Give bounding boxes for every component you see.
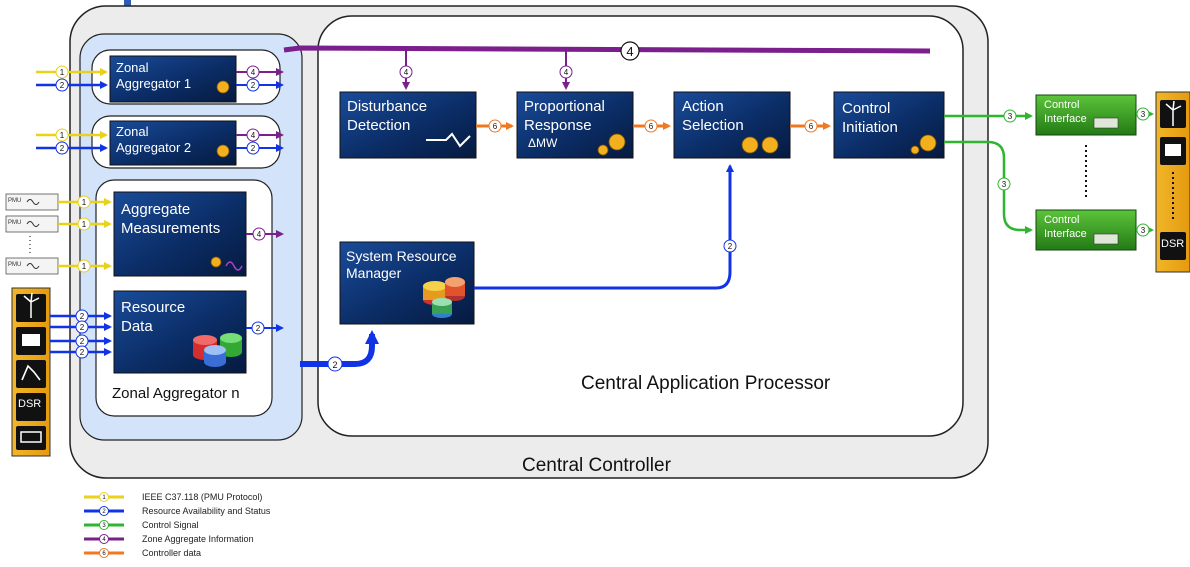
badge-two-z2-in: 2 (60, 144, 65, 153)
legend-num-4: 4 (102, 537, 106, 543)
solar-panel-icon (22, 144, 1181, 346)
badge-one-z1: 1 (60, 68, 65, 77)
legend-num-1: 1 (102, 495, 106, 501)
pmu-label-1: PMU (8, 198, 22, 204)
badge-two-r1: 2 (80, 312, 85, 321)
dsr-label-right: DSR (1161, 238, 1185, 250)
badge-four-a: 4 (404, 68, 409, 77)
badge-three-1: 3 (1008, 112, 1013, 121)
badge-three-3: 3 (1141, 110, 1146, 119)
badge-two-z1: 2 (251, 81, 256, 90)
legend-label-2: Resource Availability and Status (142, 506, 271, 516)
legend-label-5: Controller data (142, 548, 202, 558)
pmu-label-2: PMU (8, 220, 22, 226)
dsr-label-left: DSR (18, 398, 42, 410)
badge-four-agg: 4 (257, 230, 262, 239)
badge-three-4: 3 (1141, 226, 1146, 235)
legend-num-3: 3 (102, 523, 106, 529)
waveform-icon (225, 261, 243, 271)
ev-icon (21, 364, 41, 381)
badge-group: 4 4 4 4 2 4 2 1 2 1 2 1 1 1 4 2 2 2 (55, 41, 1150, 372)
pmu-icon (26, 199, 40, 269)
badge-six-1: 6 (493, 122, 498, 131)
badge-two-srm-in: 2 (332, 360, 337, 370)
zonal-aggregator-1-block (109, 55, 237, 103)
badge-one-pmu2: 1 (82, 220, 87, 229)
disturbance-detection-block (339, 91, 477, 159)
badge-one-z2: 1 (60, 131, 65, 140)
badge-four-z1: 4 (251, 68, 256, 77)
central-processor-title: Central Application Processor (581, 373, 831, 394)
badge-two-r3: 2 (80, 337, 85, 346)
legend-label-4: Zone Aggregate Information (142, 534, 254, 544)
battery-icon (20, 431, 42, 443)
zonal-aggregator-n-label: Zonal Aggregator n (112, 385, 240, 402)
badge-two-z2: 2 (251, 144, 256, 153)
gear-icon (210, 80, 937, 268)
badge-three-2: 3 (1002, 180, 1007, 189)
badge-four-z2: 4 (251, 131, 256, 140)
control-interface-1-block (1035, 94, 1137, 136)
delta-mw-label: ΔMW (528, 136, 558, 150)
badge-four-b: 4 (564, 68, 569, 77)
badge-one-pmu1: 1 (82, 198, 87, 207)
badge-two-rd-out: 2 (256, 324, 261, 333)
central-controller-title: Central Controller (522, 455, 671, 476)
control-interface-2-block (1035, 209, 1137, 251)
legend-num-6: 6 (102, 551, 106, 557)
badge-two-z1-in: 2 (60, 81, 65, 90)
database-icon (193, 277, 465, 367)
legend-label-3: Control Signal (142, 520, 199, 530)
legend: 1 2 3 4 6 (84, 492, 124, 558)
badge-one-pmu3: 1 (82, 262, 87, 271)
badge-six-2: 6 (649, 122, 654, 131)
legend-label-1: IEEE C37.118 (PMU Protocol) (142, 492, 263, 502)
pmu-label-3: PMU (8, 262, 22, 268)
legend-num-2: 2 (102, 509, 106, 515)
badge-six-3: 6 (809, 122, 814, 131)
badge-two-srm-out: 2 (728, 242, 733, 251)
badge-two-r4: 2 (80, 348, 85, 357)
wind-turbine-icon (23, 100, 1182, 318)
badge-two-r2: 2 (80, 323, 85, 332)
zonal-aggregator-2-block (109, 120, 237, 166)
badge-four-bus: 4 (626, 44, 633, 59)
disturbance-icon (426, 132, 471, 148)
central-processor-box (317, 15, 964, 437)
